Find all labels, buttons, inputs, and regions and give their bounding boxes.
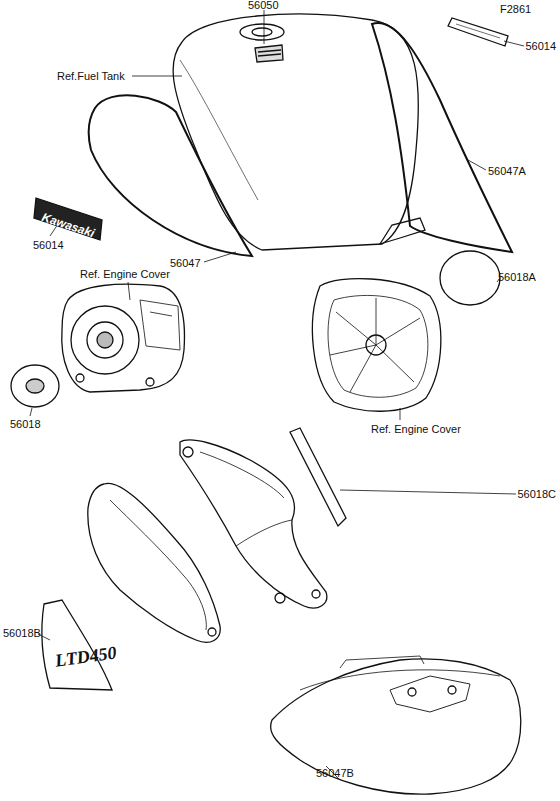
callout-number: 56018A (498, 272, 536, 283)
reference-label: Ref.Fuel Tank (57, 71, 125, 82)
figure-number: F2861 (500, 4, 531, 15)
callout-number: 56047 (170, 258, 201, 269)
callout-number: 56050 (248, 0, 279, 11)
callout-number: 56014 (33, 240, 64, 251)
callout-number: 56018C (517, 489, 556, 500)
callout-number: 56018B (3, 628, 41, 639)
callout-number: 56047A (488, 166, 526, 177)
callout-number: 56018 (10, 419, 41, 430)
callout-number: 56014 (525, 41, 556, 52)
reference-label: Ref. Engine Cover (371, 424, 461, 435)
decal-text: LTD450 (54, 643, 118, 669)
callout-number: 56047B (316, 768, 354, 779)
reference-label: Ref. Engine Cover (80, 269, 170, 280)
